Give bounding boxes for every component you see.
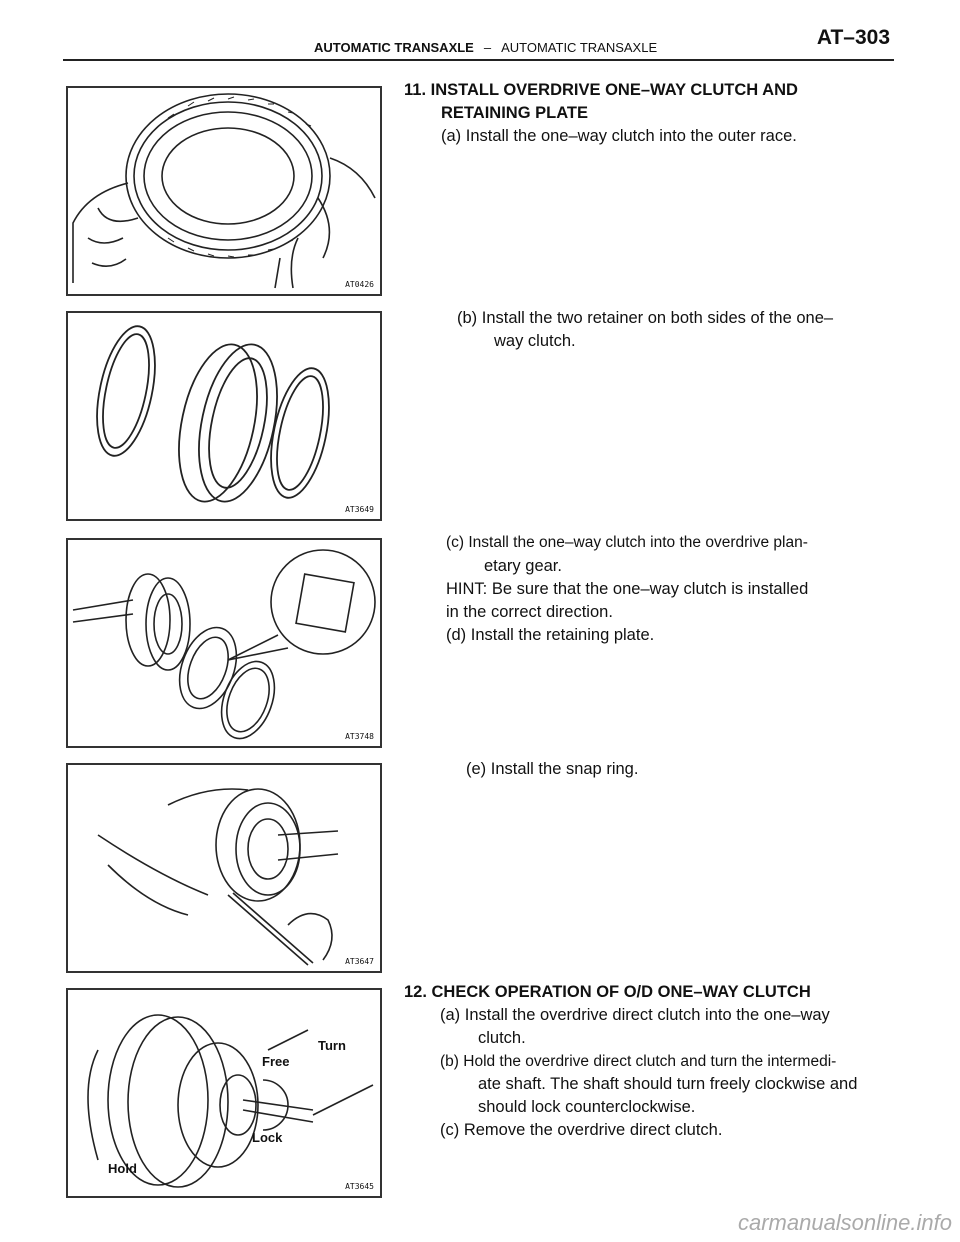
figure-code: AT3748	[345, 732, 374, 741]
step12-b-line3: should lock counterclockwise.	[478, 1098, 696, 1116]
label-free: Free	[262, 1054, 289, 1069]
figure-illustration	[72, 93, 376, 289]
step11-d: (d) Install the retaining plate.	[446, 626, 655, 644]
label-hold: Hold	[108, 1161, 137, 1176]
header-subsection: AUTOMATIC TRANSAXLE	[501, 40, 658, 55]
header-rule	[63, 59, 894, 61]
figure-code: AT3645	[345, 1182, 374, 1191]
step11-hint-line1: HINT: Be sure that the one–way clutch is…	[446, 580, 809, 598]
figure-two-retainers: AT3649	[66, 311, 382, 521]
step11-b-line1: (b) Install the two retainer on both sid…	[457, 309, 834, 327]
page-header: AUTOMATIC TRANSAXLE–AUTOMATIC TRANSAXLE …	[63, 22, 894, 62]
step11-a: (a) Install the one–way clutch into the …	[441, 127, 797, 145]
step12-b-line2: ate shaft. The shaft should turn freely …	[478, 1075, 858, 1093]
figure-check-operation: Turn Free Lock Hold AT3645	[66, 988, 382, 1198]
header-section-title: AUTOMATIC TRANSAXLE	[314, 40, 474, 55]
step11-c-line1: (c) Install the one–way clutch into the …	[446, 534, 808, 551]
step12-b-line1: (b) Hold the overdrive direct clutch and…	[440, 1053, 837, 1070]
figure-code: AT3649	[345, 505, 374, 514]
figure-code: AT0426	[345, 280, 374, 289]
step12-c: (c) Remove the overdrive direct clutch.	[440, 1121, 723, 1139]
step12-a-line1: (a) Install the overdrive direct clutch …	[440, 1006, 830, 1024]
step11-c-line2: etary gear.	[484, 557, 562, 575]
figure-one-way-clutch-into-outer-race: AT0426	[66, 86, 382, 296]
step11-title-line2: RETAINING PLATE	[441, 104, 588, 122]
step11-hint-line2: in the correct direction.	[446, 603, 613, 621]
figure-code: AT3647	[345, 957, 374, 966]
header-separator: –	[483, 40, 492, 55]
label-turn: Turn	[318, 1038, 346, 1053]
page-number: AT–303	[816, 26, 890, 49]
step12-title: 12. CHECK OPERATION OF O/D ONE–WAY CLUTC…	[404, 983, 811, 1001]
label-lock: Lock	[252, 1130, 283, 1145]
watermark-footer: carmanualsonline.info	[737, 1210, 952, 1235]
step11-title-line1: 11. INSTALL OVERDRIVE ONE–WAY CLUTCH AND	[404, 81, 798, 99]
step12-a-line2: clutch.	[478, 1029, 526, 1047]
figure-planetary-gear: AT3748	[66, 538, 382, 748]
figure-snap-ring: AT3647	[66, 763, 382, 973]
header-section: AUTOMATIC TRANSAXLE–AUTOMATIC TRANSAXLE	[314, 40, 657, 55]
step11-b-line2: way clutch.	[494, 332, 576, 350]
step11-e: (e) Install the snap ring.	[466, 760, 639, 778]
